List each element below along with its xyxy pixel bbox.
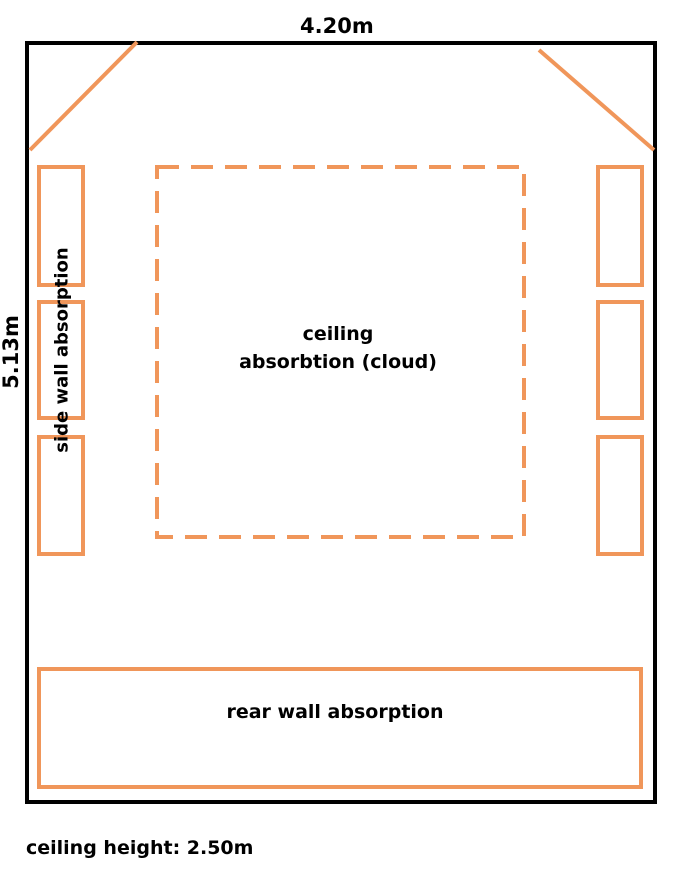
front-left-corner-bass-trap	[28, 40, 139, 152]
rear-wall-panel	[37, 667, 643, 789]
ceiling-cloud-label: ceiling absorbtion (cloud)	[208, 320, 468, 376]
right-side-panel-2	[596, 300, 644, 420]
ceiling-cloud-label-line1: ceiling	[302, 323, 374, 345]
ceiling-height-label: ceiling height: 2.50m	[26, 837, 254, 859]
ceiling-cloud-outline	[155, 165, 526, 539]
right-side-panel-1	[596, 165, 644, 287]
right-side-panel-3	[596, 435, 644, 556]
room-outline	[25, 41, 657, 804]
left-side-panel-1	[37, 165, 85, 287]
room-depth-label: 5.13m	[0, 315, 23, 389]
ceiling-cloud-label-line2: absorbtion (cloud)	[239, 351, 437, 373]
room-width-label: 4.20m	[300, 14, 374, 38]
rear-wall-absorption-label: rear wall absorption	[226, 701, 444, 723]
side-wall-absorption-label: side wall absorption	[51, 247, 73, 453]
left-side-panel-3	[37, 435, 85, 556]
left-side-panel-2	[37, 300, 85, 420]
front-right-corner-bass-trap	[537, 48, 656, 152]
